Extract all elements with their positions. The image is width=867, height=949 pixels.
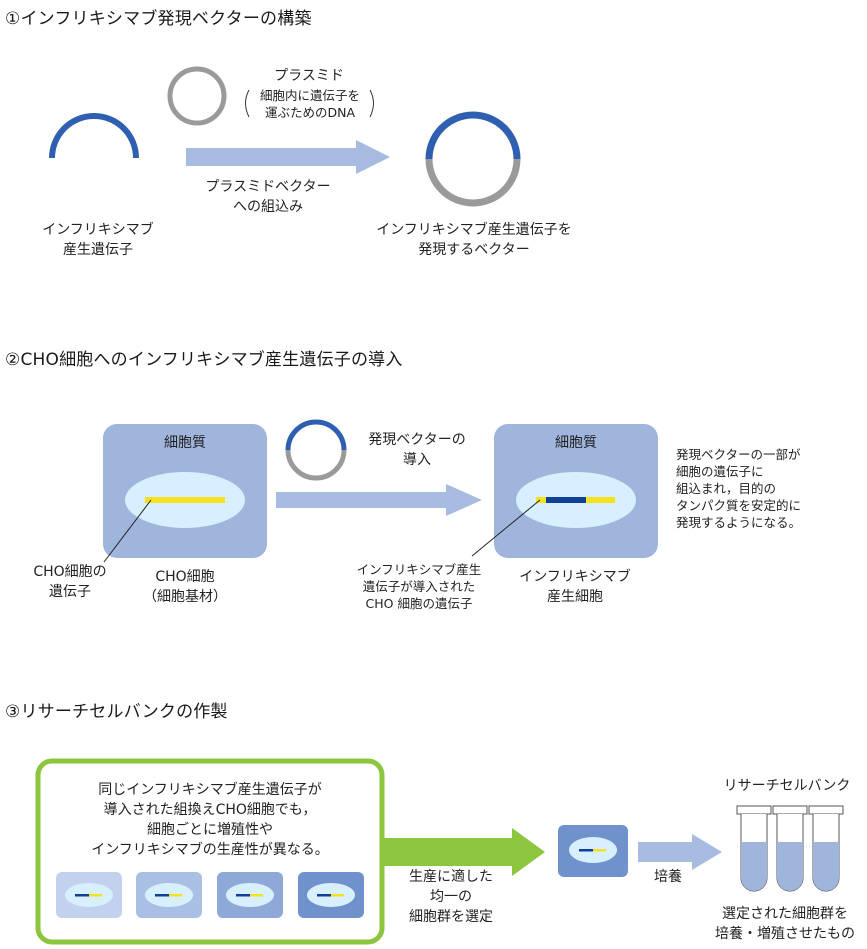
section-1-title: ①インフリキシマブ発現ベクターの構築 [5,9,312,29]
test-tube-2 [772,805,808,892]
cytoplasm-label-left: 細胞質 [164,435,206,451]
section-2-title: ②CHO細胞へのインフリキシマブ産生遺伝子の導入 [5,350,403,370]
culture-arrow [638,834,722,870]
integration-note: 発現ベクターの一部が細胞の遺伝子に組込まれ，目的のタンパク質を安定的に発現するよ… [676,447,802,530]
gene-label: インフリキシマブ産生遺伝子 [42,222,154,258]
vector-label: インフリキシマブ産生遺伝子を発現するベクター [376,222,572,258]
arrow-2 [276,484,482,516]
selection-label: 生産に適した均一の細胞群を選定 [409,869,493,925]
cell-variant-1 [56,872,122,918]
cell-variant-2 [136,872,202,918]
producing-gene-yellow-right [586,497,615,503]
cho-gene-label: CHO細胞の遺伝子 [33,564,107,600]
inserted-gene-pointer [471,499,541,557]
selected-cell [558,825,628,877]
vector2-blue-arc [285,419,347,451]
section-3-title: ③リサーチセルバンクの作製 [5,702,228,722]
plasmid-circle [167,66,227,126]
culture-label: 培養 [654,869,682,885]
cell-bank-description: 選定された細胞群を培養・増殖させたもの [715,906,855,942]
cell-variant-3 [217,872,283,918]
arrow-1 [186,140,390,174]
cytoplasm-label-right: 細胞質 [555,435,597,451]
variability-text: 同じインフリキシマブ産生遺伝子が導入された組換えCHO細胞でも，細胞ごとに増殖性… [91,782,329,858]
plasmid-title: プラスミド [274,68,344,84]
cho-gene-pointer [103,499,152,563]
producing-gene-navy [546,497,586,503]
vector2-gray-arc [285,449,347,481]
cho-cell-label: CHO細胞（細胞基材） [143,569,227,605]
cho-gene-bar [145,497,225,503]
producing-cell-label: インフリキシマブ産生細胞 [519,569,631,605]
gene-arc [49,113,139,159]
test-tube-3 [808,805,844,892]
producing-gene-yellow-left [536,497,546,503]
test-tube-1 [736,805,772,892]
bracket-right [369,89,374,118]
plasmid-description: 細胞内に遺伝子を運ぶためのDNA [259,88,360,120]
cell-variant-4 [298,872,364,918]
arrow-2-label: 発現ベクターの導入 [368,432,466,468]
vector-gray-arc [425,158,521,207]
green-arrow [382,828,545,876]
bracket-left [245,89,250,118]
arrow-1-label: プラスミドベクターへの組込み [205,179,331,215]
cell-bank-title: リサーチセルバンク [723,778,851,794]
vector-blue-arc [425,111,521,160]
